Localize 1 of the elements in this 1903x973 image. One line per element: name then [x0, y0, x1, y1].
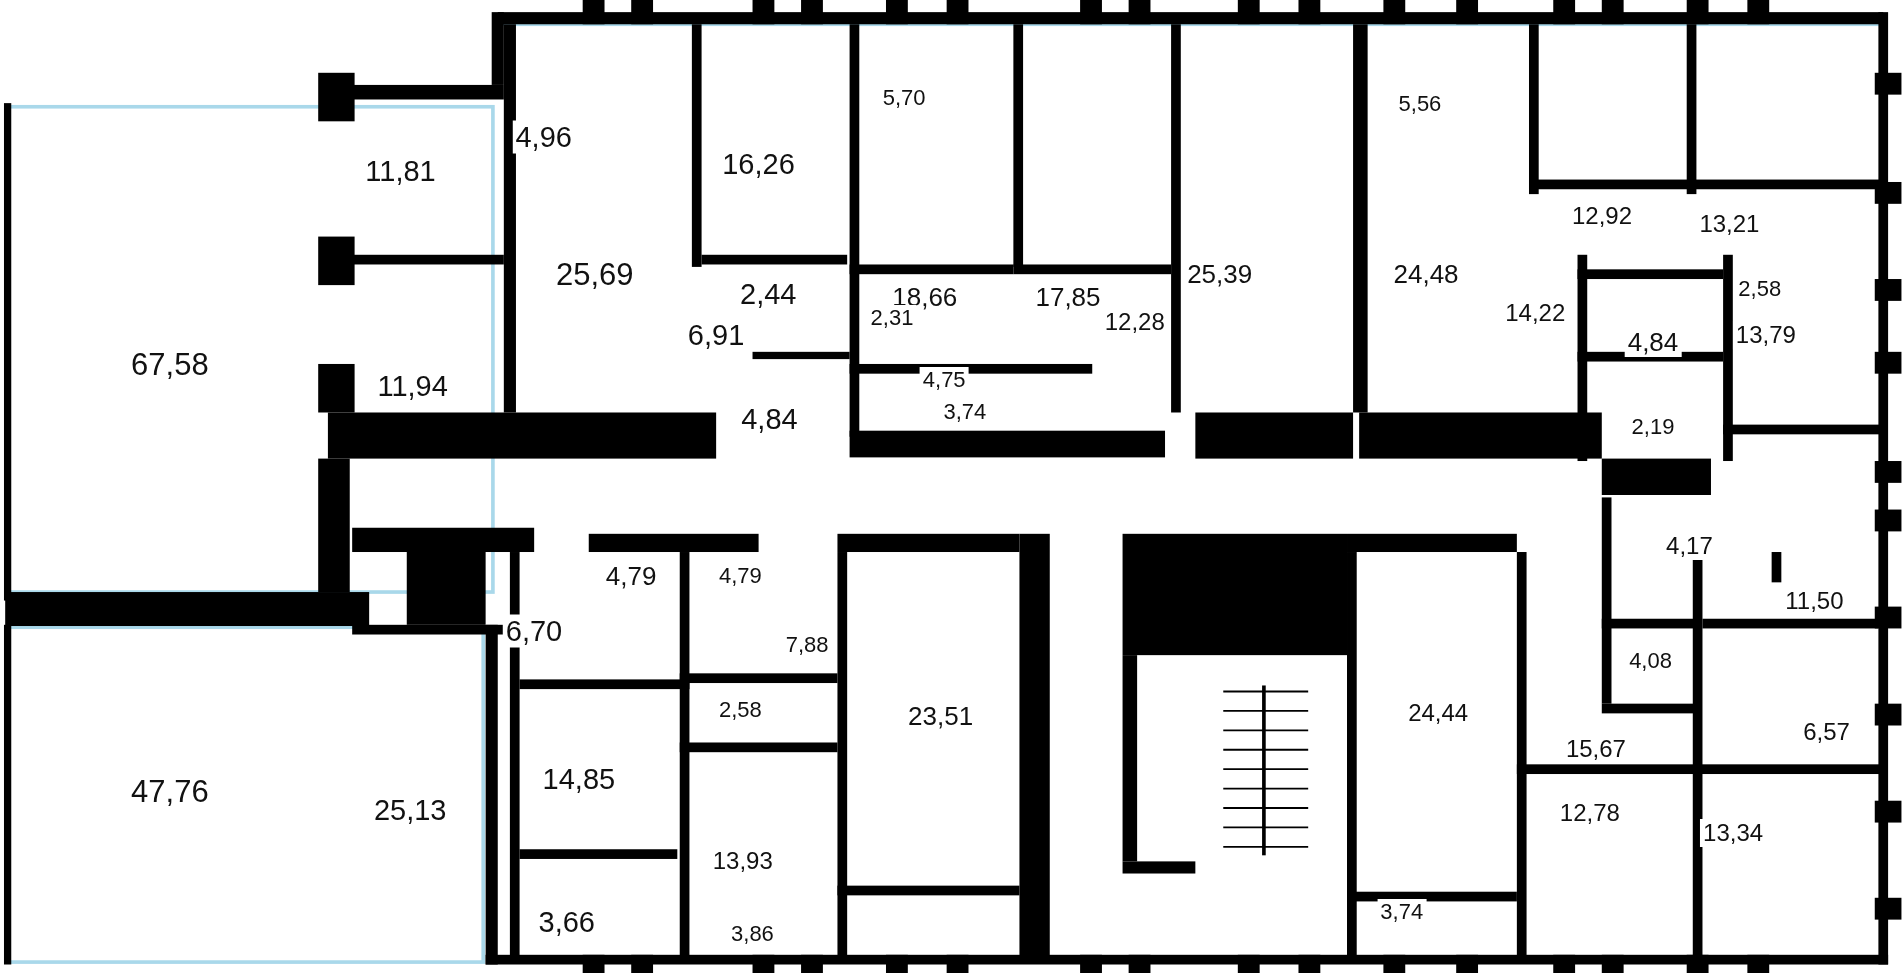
- room-area: 4,75: [919, 366, 969, 393]
